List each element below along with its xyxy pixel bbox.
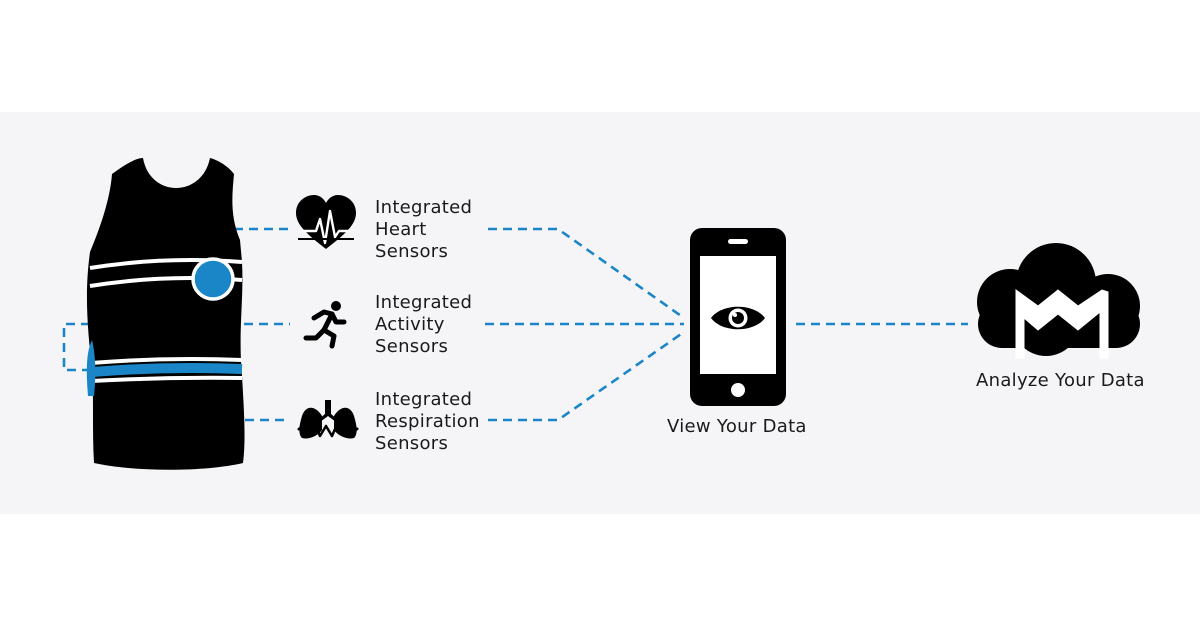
label-line: Integrated bbox=[375, 292, 473, 313]
vest-body bbox=[86, 158, 245, 470]
label-line: Sensors bbox=[375, 433, 449, 454]
smart-vest bbox=[86, 158, 245, 470]
label-line: Activity bbox=[375, 314, 445, 335]
label-line: Sensors bbox=[375, 336, 449, 357]
label-line: Integrated bbox=[375, 197, 473, 218]
label-line: Heart bbox=[375, 219, 427, 240]
phone-speaker bbox=[728, 239, 748, 244]
label-analyze-your-data: Analyze Your Data bbox=[976, 370, 1145, 391]
heart-rate-icon bbox=[296, 195, 356, 249]
label-heart-sensors: Integrated Heart Sensors bbox=[375, 197, 472, 263]
eye-icon bbox=[711, 306, 765, 330]
label-line: Integrated bbox=[375, 389, 473, 410]
waist-band bbox=[90, 357, 243, 383]
label-line: Sensors bbox=[375, 241, 449, 262]
lungs-icon bbox=[297, 400, 359, 439]
label-respiration-sensors: Integrated Respiration Sensors bbox=[375, 389, 480, 455]
connector-respiration-to-phone bbox=[488, 330, 685, 422]
connector-heart-to-phone bbox=[488, 227, 685, 320]
label-line: Respiration bbox=[375, 411, 480, 432]
waist-band-accent bbox=[91, 363, 243, 377]
phone-home-button bbox=[731, 383, 745, 397]
cloud-logo-icon bbox=[977, 243, 1140, 359]
connector-respiration bbox=[208, 380, 290, 422]
side-sensor bbox=[86, 340, 96, 396]
runner-icon bbox=[303, 301, 347, 349]
cloud-logo-mark bbox=[1015, 289, 1109, 359]
smartphone bbox=[690, 228, 786, 406]
label-view-your-data: View Your Data bbox=[667, 416, 807, 437]
label-activity-sensors: Integrated Activity Sensors bbox=[375, 292, 472, 358]
chest-sensor-module bbox=[191, 257, 235, 301]
connector-activity-left bbox=[62, 322, 90, 372]
